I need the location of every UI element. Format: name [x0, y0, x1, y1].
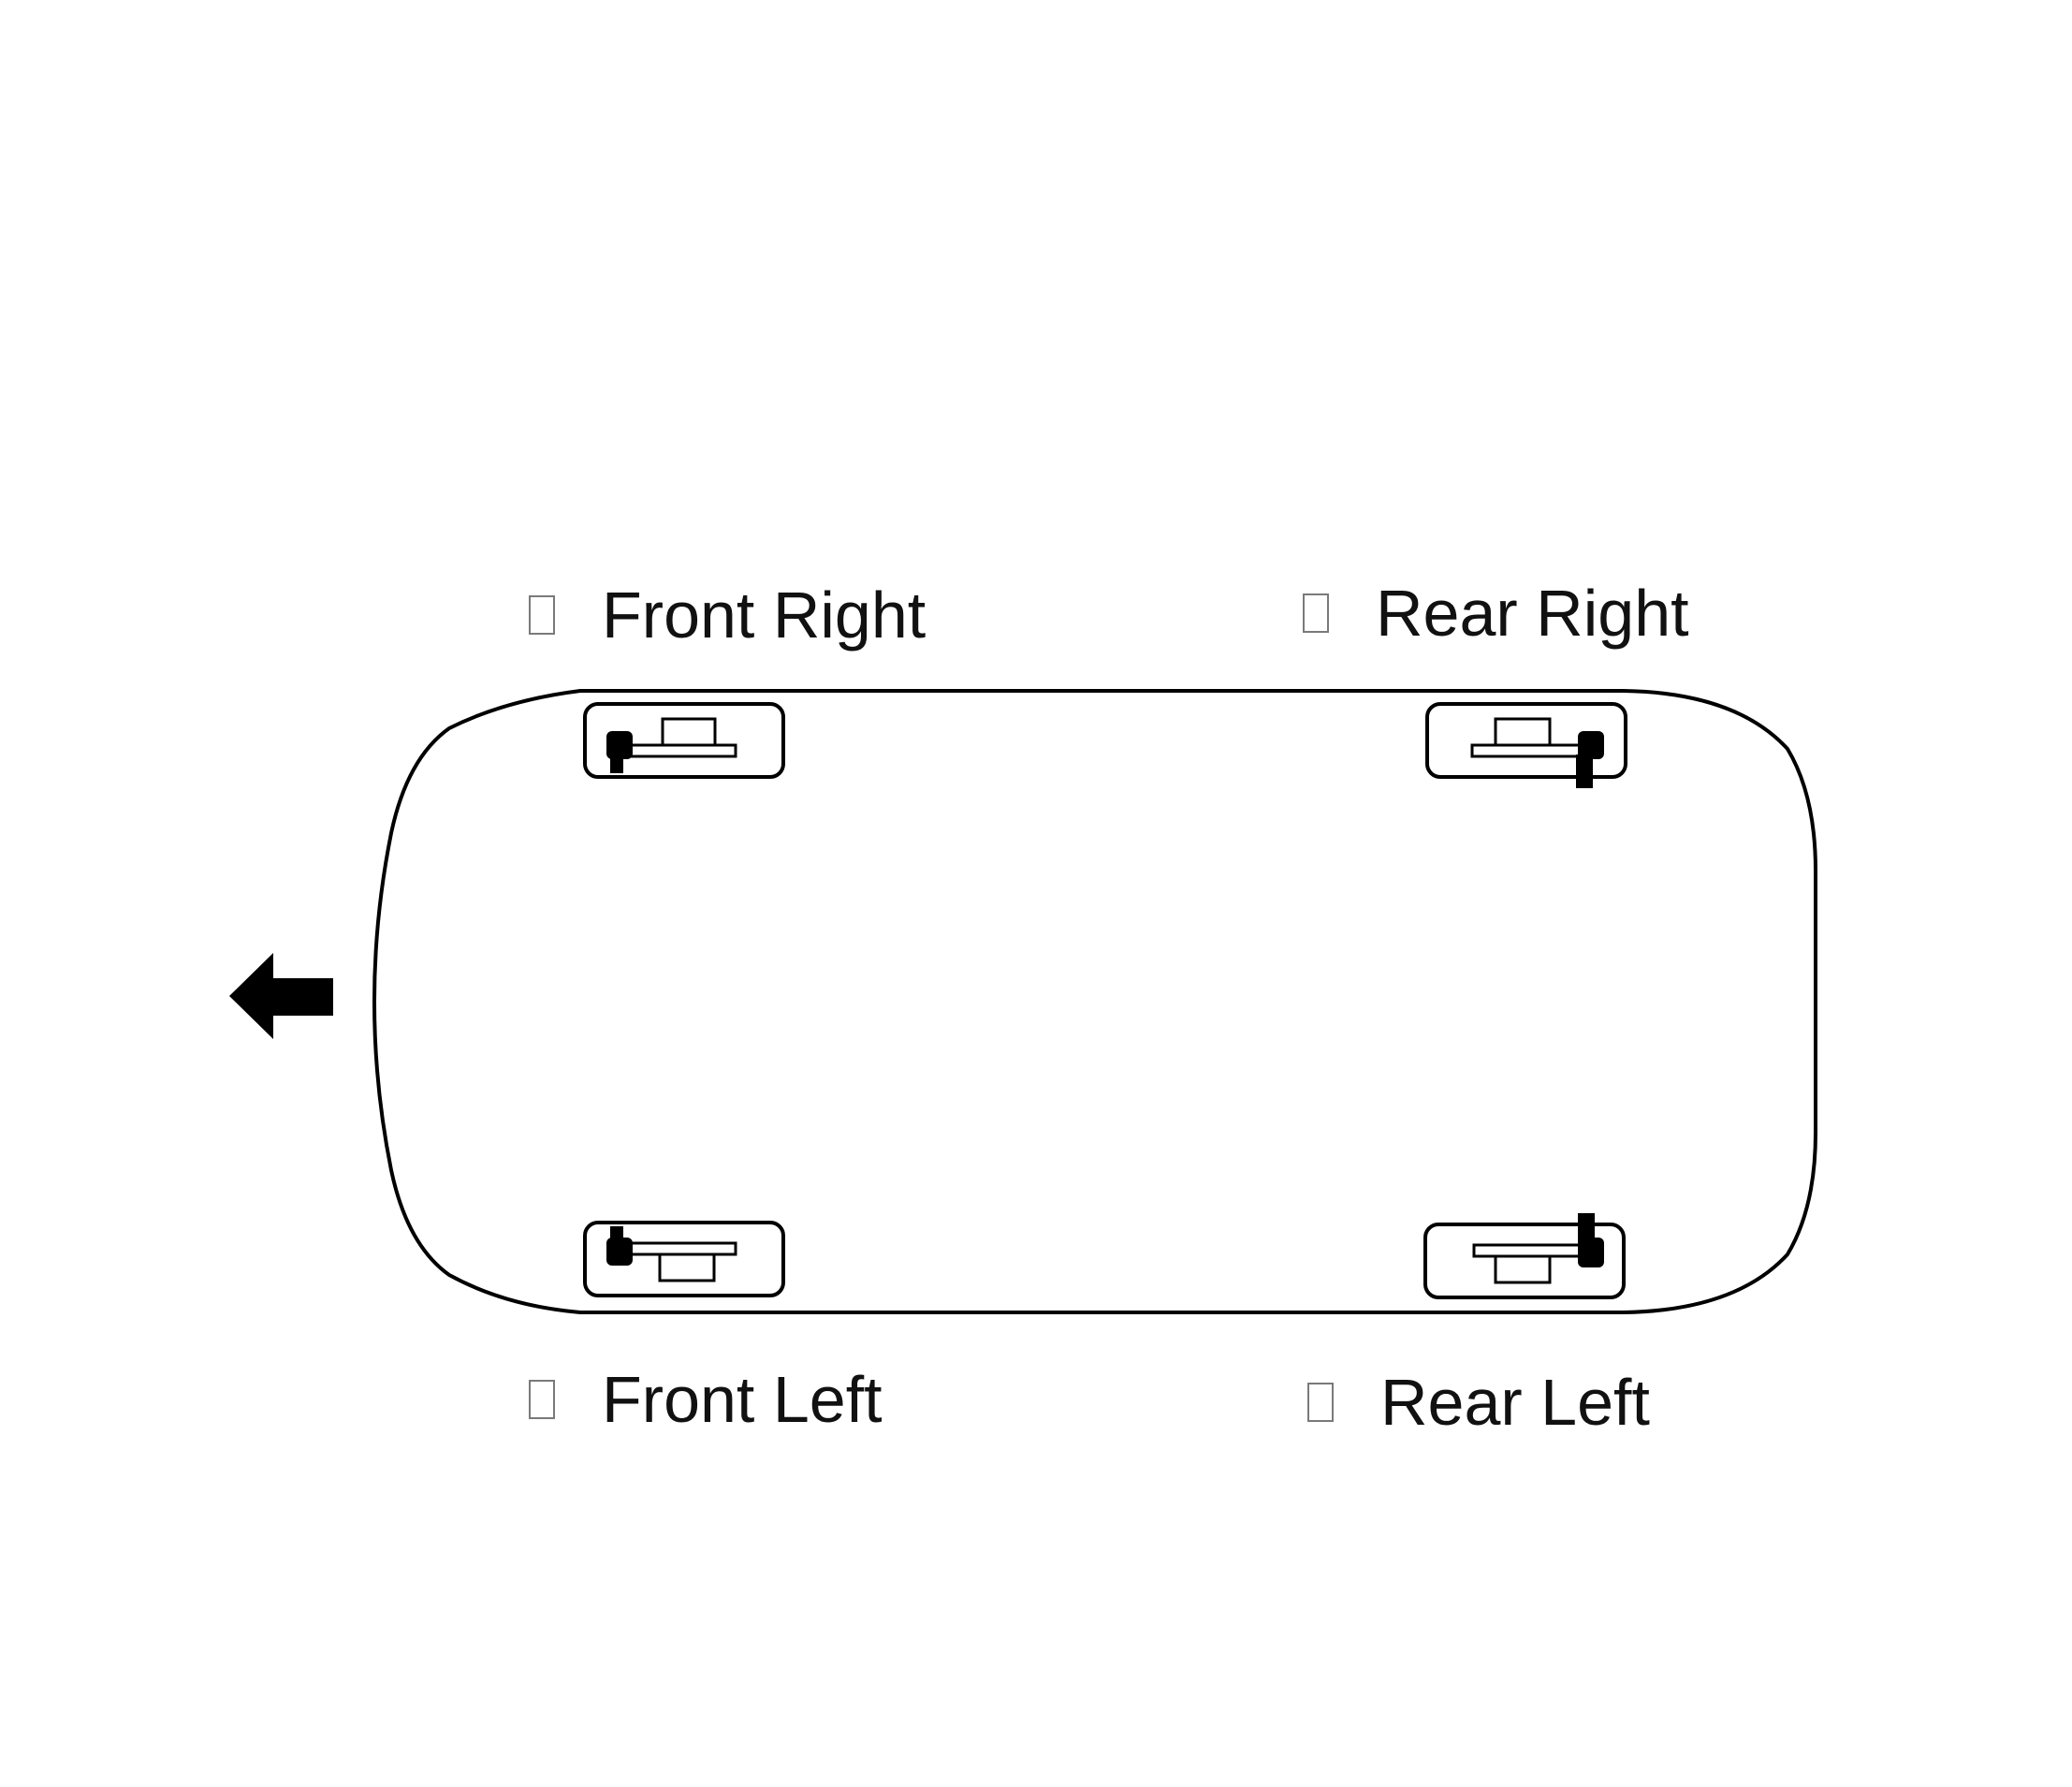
tire-sensor-icon [1578, 1213, 1604, 1267]
tire-sensor-icon [1576, 731, 1604, 788]
sensor-front-right [583, 702, 785, 779]
arrow-left-icon [229, 953, 333, 1039]
wheel-option-rear-right[interactable]: Rear Right [1303, 571, 1689, 655]
front-left-label: Front Left [602, 1363, 883, 1436]
sensor-front-left [583, 1221, 785, 1297]
rear-left-checkbox[interactable] [1307, 1383, 1334, 1422]
wheel-option-front-left[interactable]: Front Left [529, 1357, 883, 1442]
rear-right-checkbox[interactable] [1303, 593, 1329, 633]
front-right-checkbox[interactable] [529, 595, 555, 635]
wheel-option-rear-left[interactable]: Rear Left [1307, 1360, 1650, 1444]
rear-right-label: Rear Right [1376, 577, 1689, 650]
rear-left-label: Rear Left [1380, 1366, 1650, 1439]
car-body-outline [372, 689, 1817, 1314]
tire-sensor-icon [606, 731, 633, 773]
tire-sensor-icon [606, 1226, 633, 1266]
wheel-option-front-right[interactable]: Front Right [529, 573, 926, 657]
sensor-rear-right [1425, 702, 1627, 788]
sensor-rear-left [1423, 1213, 1626, 1299]
front-right-label: Front Right [602, 579, 927, 652]
front-left-checkbox[interactable] [529, 1380, 555, 1419]
